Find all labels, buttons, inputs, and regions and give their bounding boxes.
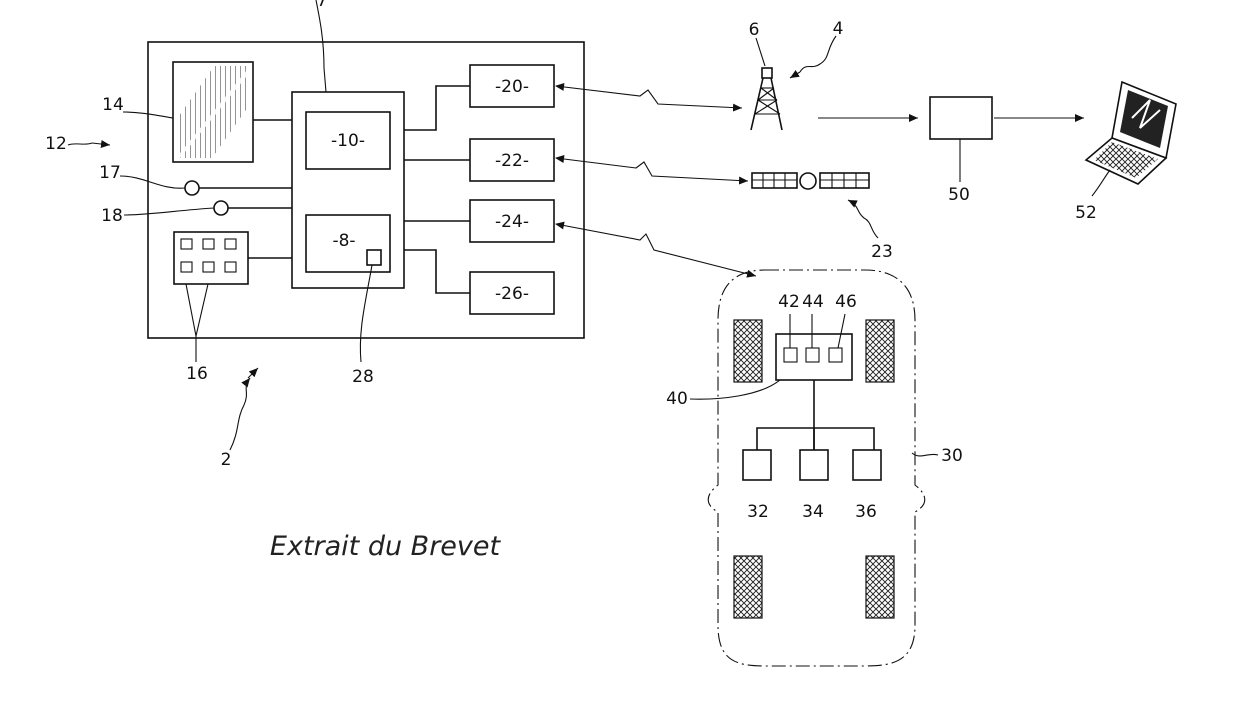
tire-icon xyxy=(733,555,763,619)
caption: Extrait du Brevet xyxy=(270,531,502,562)
ref-46: 46 xyxy=(835,292,857,312)
ref-7: 7 xyxy=(317,0,328,11)
ref-30: 30 xyxy=(941,446,963,466)
ref-12: 12 xyxy=(45,134,67,154)
tire-icon xyxy=(865,555,895,619)
block-28 xyxy=(366,249,382,266)
ref-50: 50 xyxy=(948,185,970,205)
keypad-icon xyxy=(173,231,249,285)
block-8-label: -8- xyxy=(332,231,355,251)
reference-numerals: 7 14 12 17 18 16 28 2 6 4 23 50 52 42 44… xyxy=(45,0,1097,522)
ref-4: 4 xyxy=(833,19,844,39)
tire-icon xyxy=(865,319,895,383)
tire-icon xyxy=(733,319,763,383)
ref-40: 40 xyxy=(666,389,688,409)
ref-23: 23 xyxy=(871,242,893,262)
ref-42: 42 xyxy=(778,292,800,312)
sensor-36 xyxy=(852,449,882,481)
server-50 xyxy=(929,96,993,140)
laptop-icon xyxy=(1084,80,1177,185)
ref-32: 32 xyxy=(747,502,769,522)
vehicle-30 xyxy=(707,269,926,667)
button-17 xyxy=(184,180,200,196)
device-2: -10- -8- -20- -22- -24- -26- xyxy=(147,41,585,339)
block-20-label: -20- xyxy=(495,77,529,97)
ref-18: 18 xyxy=(101,206,123,226)
ref-28: 28 xyxy=(352,367,374,387)
block-46 xyxy=(828,347,843,363)
block-22 xyxy=(469,138,555,182)
block-8 xyxy=(305,214,391,273)
ref-16: 16 xyxy=(186,364,208,384)
sensor-32 xyxy=(742,449,772,481)
ref-34: 34 xyxy=(802,502,824,522)
ref-52: 52 xyxy=(1075,203,1097,223)
ref-44: 44 xyxy=(802,292,824,312)
ref-6: 6 xyxy=(749,20,760,40)
block-26-label: -26- xyxy=(495,284,529,304)
ref-36: 36 xyxy=(855,502,877,522)
sensor-34 xyxy=(799,449,829,481)
ref-14: 14 xyxy=(102,95,124,115)
ref-17: 17 xyxy=(99,163,121,183)
block-40 xyxy=(775,333,853,381)
block-20 xyxy=(469,64,555,108)
button-18 xyxy=(213,200,229,216)
block-22-label: -22- xyxy=(495,151,529,171)
block-10-label: -10- xyxy=(331,131,365,151)
block-26 xyxy=(469,271,555,315)
block-10 xyxy=(305,111,391,170)
ref-2: 2 xyxy=(221,450,232,470)
display-screen-icon xyxy=(172,61,254,163)
antenna-tower-icon xyxy=(750,67,783,131)
block-24-label: -24- xyxy=(495,212,529,232)
satellite-icon xyxy=(751,172,870,190)
